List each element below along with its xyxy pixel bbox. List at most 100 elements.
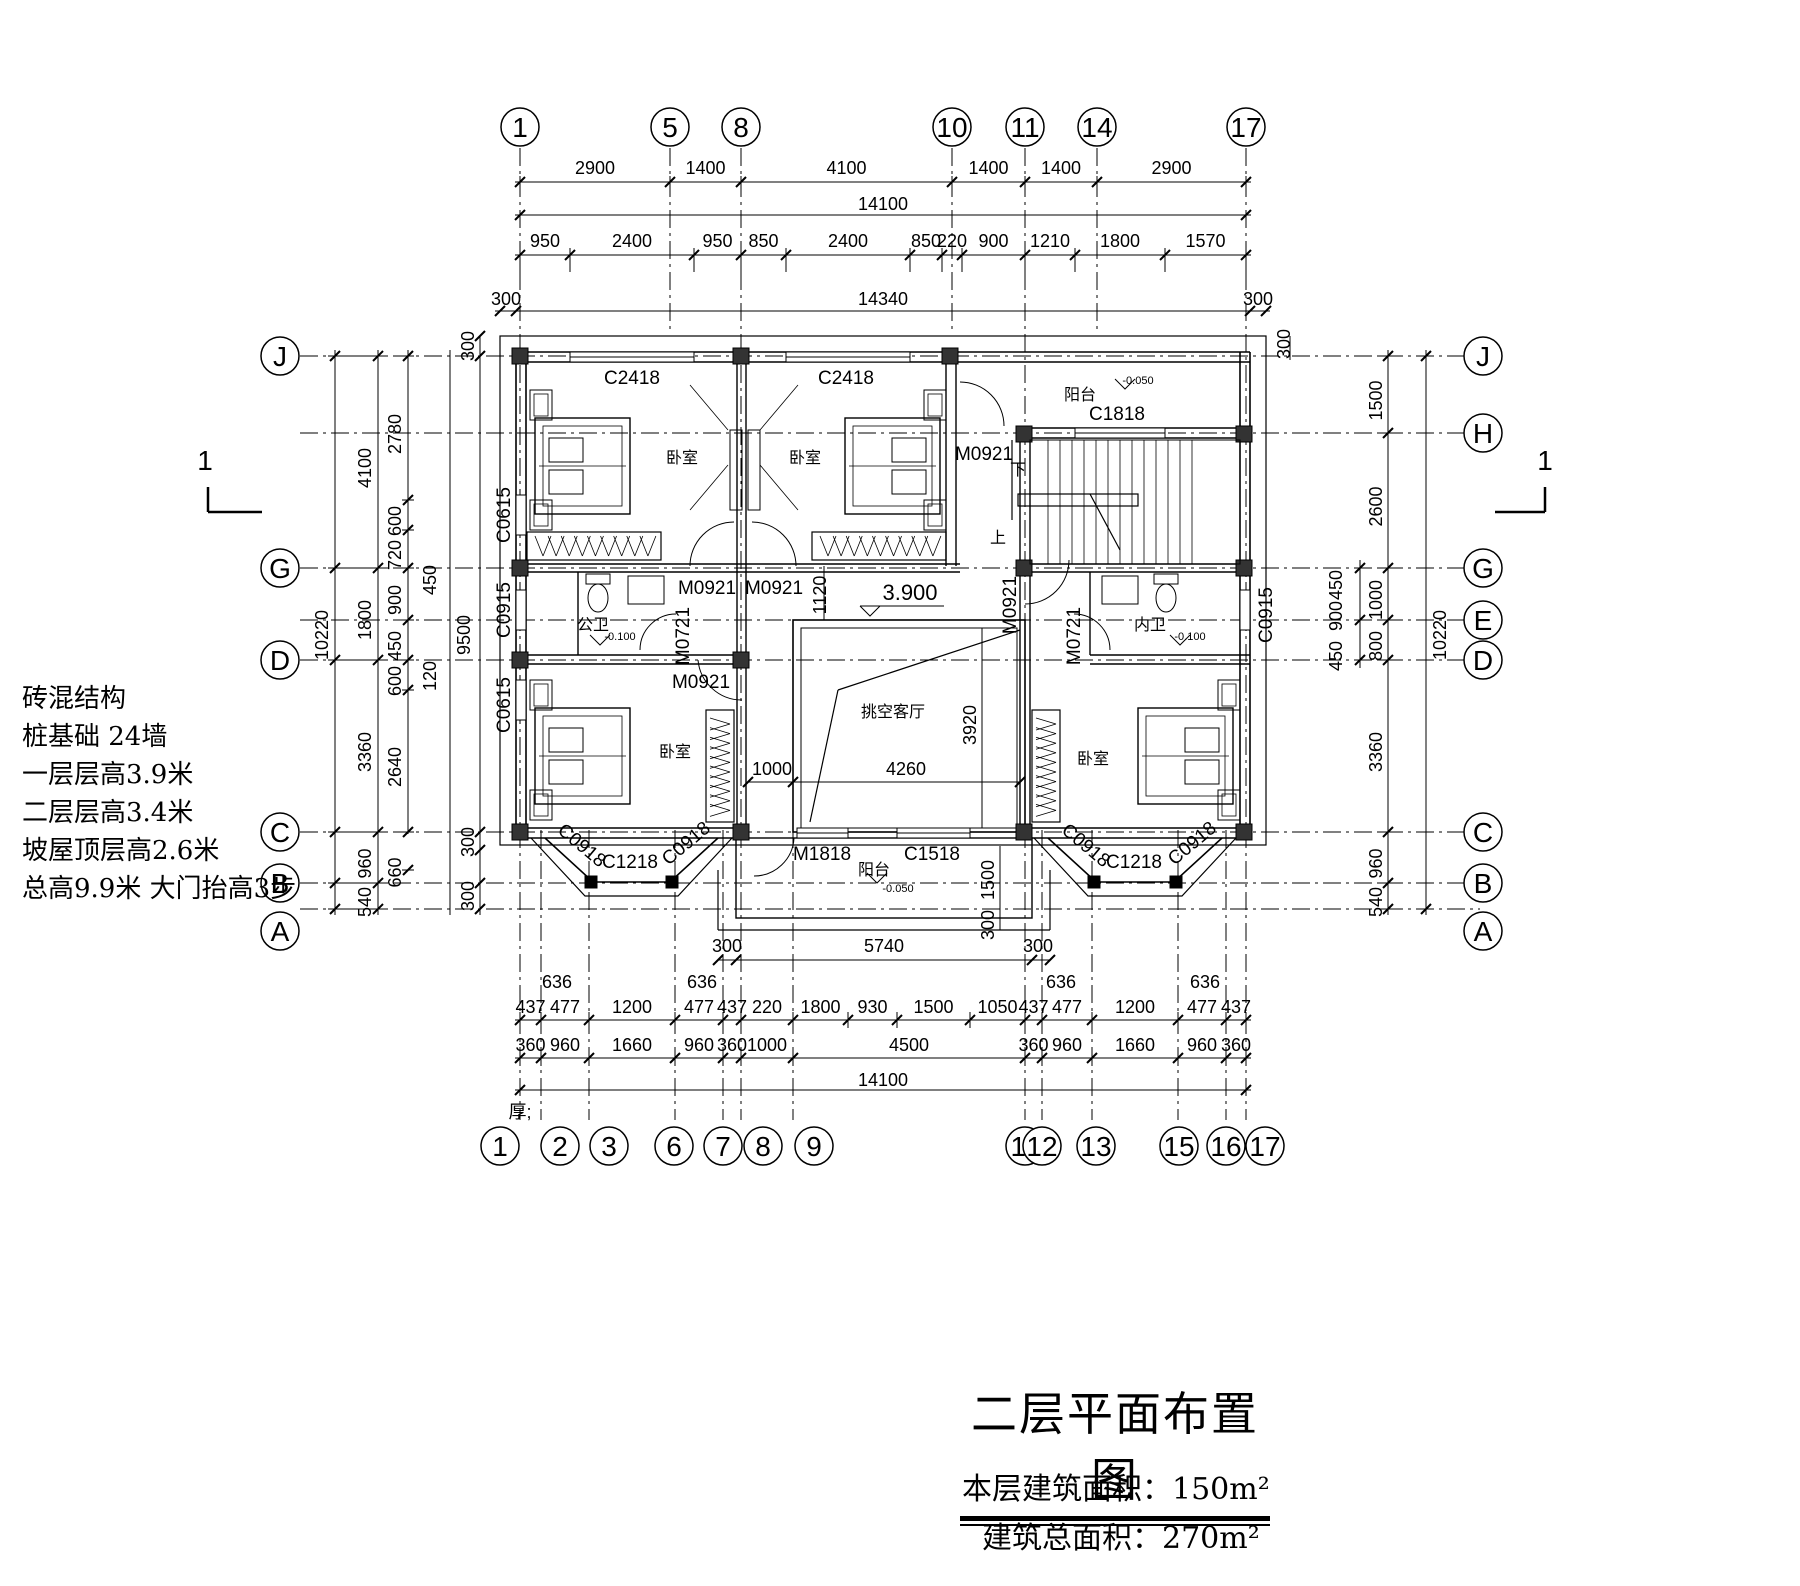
dim-bottom-2: 360 [717, 1035, 747, 1055]
wardrobe-hanger [845, 535, 855, 557]
nightstand-inner [533, 683, 549, 707]
stray-text: 厚; [508, 1102, 531, 1122]
top-axis-8-label: 8 [733, 112, 749, 143]
pillow [891, 437, 927, 463]
right-axis-G-circle [1463, 548, 1503, 588]
bottom-axis-6-label: 6 [666, 1131, 682, 1162]
wardrobe-hanger [634, 535, 644, 557]
dim-bottom-2: 960 [1052, 1035, 1082, 1055]
dim-bottom-1: 930 [857, 997, 887, 1017]
wardrobe-hanger [827, 535, 837, 557]
dim-bottom-2: 1000 [747, 1035, 787, 1055]
wardrobe-hanger [1035, 762, 1057, 769]
top-axis-14-label: 14 [1081, 112, 1112, 143]
toilet-bowl [587, 583, 609, 613]
dimension-tick [474, 844, 486, 856]
bed-ne [844, 417, 941, 515]
dimension-tick [1044, 954, 1056, 966]
dim-inner-1120: 1120 [810, 576, 830, 615]
code-c1218: C1218 [1106, 852, 1162, 873]
pillow [548, 469, 584, 495]
room-balcony: 阳台 [858, 861, 890, 879]
wardrobe-hanger [709, 790, 731, 798]
bottom-axis-9-label: 9 [806, 1131, 822, 1162]
toilet-tank [585, 573, 611, 585]
bottom-axis-16-circle [1206, 1126, 1246, 1166]
dim-bottom-edge: 300 [1023, 936, 1053, 956]
right-axis-A-circle [1463, 911, 1503, 951]
dim-left-a: 1800 [355, 600, 375, 640]
dim-left-300: 300 [458, 331, 478, 361]
right-axis-E-circle [1463, 600, 1503, 640]
level-m100: -0.100 [1174, 631, 1205, 643]
nightstand-inner [533, 793, 549, 817]
dim-top-2: 850 [748, 231, 778, 251]
structural-column [941, 347, 959, 365]
void-living-inner [800, 627, 1018, 829]
void-diagonal [809, 689, 839, 823]
bay-window [1047, 837, 1223, 883]
dim-left-300: 300 [458, 827, 478, 857]
wardrobe-hanger [581, 535, 591, 557]
dim-top-2: 1570 [1185, 231, 1225, 251]
structural-column [732, 651, 750, 669]
top-axis-1-label: 1 [512, 112, 528, 143]
outer-boundary [499, 335, 1267, 846]
dim-left-450: 450 [420, 565, 440, 595]
door-swing [1024, 559, 1070, 605]
door-swing [1073, 613, 1111, 651]
wardrobe-hanger [709, 717, 731, 725]
dim-top-2: 950 [702, 231, 732, 251]
window [515, 589, 527, 631]
dim-left-b: 900 [385, 585, 405, 615]
dimension-tick [474, 330, 486, 342]
drawing-title: 二层平面布置图 [971, 1387, 1259, 1507]
wardrobe-hanger [1035, 771, 1057, 779]
wardrobe-hanger [1035, 775, 1057, 782]
wall-layer [499, 335, 1267, 931]
floor-area: 本层建筑面积：150m² [962, 1472, 1270, 1507]
wardrobe-hanger [709, 746, 731, 754]
dim-top-2: 2400 [612, 231, 652, 251]
dimension-tick [1014, 776, 1026, 788]
room-bedroom: 卧室 [1077, 750, 1109, 768]
right-axis-C-label: C [1473, 817, 1493, 848]
dimension-tick [514, 209, 526, 221]
code-c0915: C0915 [1256, 587, 1277, 643]
door-swing [753, 837, 795, 877]
wardrobe-hanger [872, 535, 881, 557]
wardrobe-hanger [880, 535, 889, 557]
right-axis-G-label: G [1472, 553, 1494, 584]
nightstand-inner [927, 503, 943, 527]
right-axis-J-label: J [1476, 341, 1490, 372]
dim-top-2: 1800 [1100, 231, 1140, 251]
dimension-tick [742, 776, 754, 788]
level-m050-marker [866, 872, 888, 884]
diagonal-guide [759, 464, 799, 511]
dimension-tick [1354, 614, 1366, 626]
door-swing [639, 613, 677, 651]
wardrobe-hanger [924, 535, 934, 557]
dim-inner-3920: 3920 [960, 705, 980, 745]
structural-column [1015, 559, 1033, 577]
wardrobe-hanger [1035, 804, 1057, 811]
door-leaf [729, 429, 743, 511]
top-axis-10-label: 10 [936, 112, 967, 143]
bottom-axis-3-label: 3 [601, 1131, 617, 1162]
level-m100-marker [1169, 634, 1191, 646]
structural-column [511, 559, 529, 577]
dim-right-a: 3360 [1366, 732, 1386, 772]
wardrobe-hanger [898, 535, 908, 557]
toilet-tank [1153, 573, 1179, 585]
code-c0615: C0615 [494, 677, 515, 733]
wardrobe-hanger [1035, 794, 1057, 802]
top-axis-10-circle [932, 107, 972, 147]
room-balcony: 阳台 [1064, 386, 1096, 404]
level-m100: -0.100 [604, 631, 635, 643]
wardrobe-hanger [709, 742, 731, 750]
furniture-layer [526, 389, 1241, 823]
room-ensuite-wc: 内卫 [1134, 616, 1166, 634]
structural-column [732, 823, 750, 841]
wardrobe-hanger [647, 535, 657, 557]
